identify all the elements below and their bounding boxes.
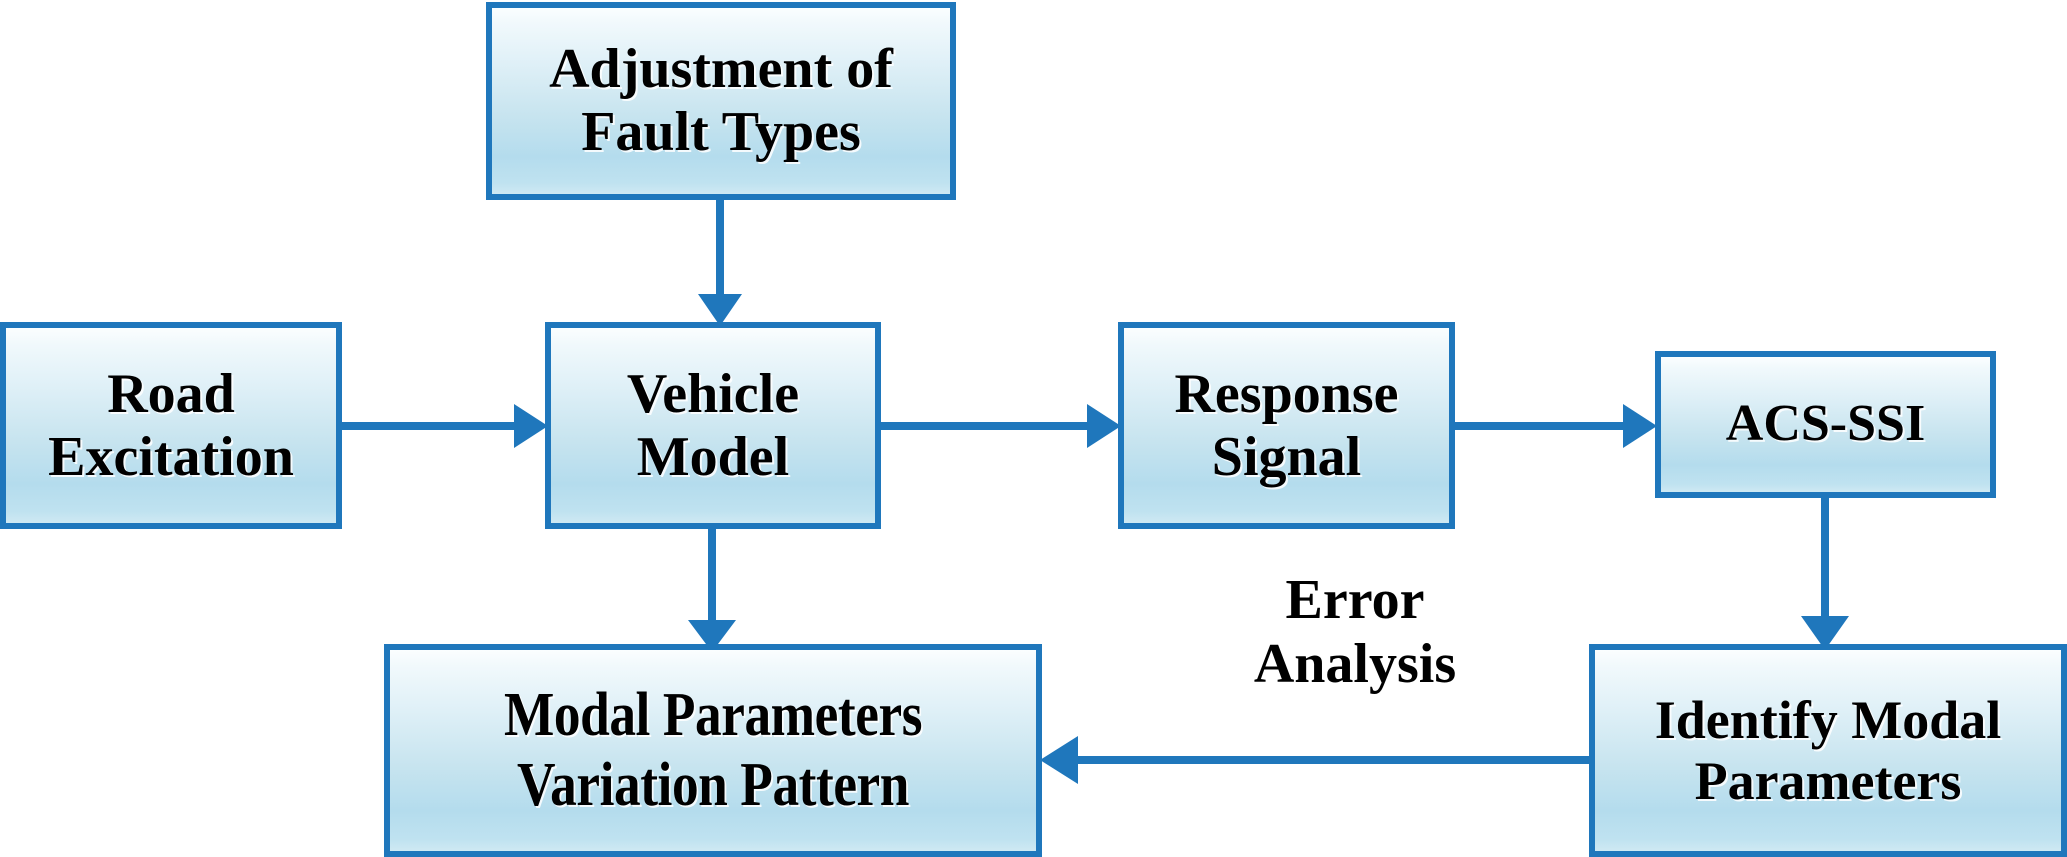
node-road-label: Road Excitation (48, 362, 294, 488)
node-vehicle-model[interactable]: Vehicle Model (545, 322, 881, 529)
node-adjustment-label: Adjustment of Fault Types (549, 38, 893, 163)
node-adjustment-of-fault-types[interactable]: Adjustment of Fault Types (486, 2, 956, 200)
node-acs-ssi-label: ACS-SSI (1725, 395, 1926, 453)
edge-adjustment-to-vehicle (680, 196, 760, 328)
node-response-signal[interactable]: Response Signal (1118, 322, 1455, 529)
edge-acsssi-to-identify (1785, 494, 1865, 652)
node-road-excitation[interactable]: Road Excitation (0, 322, 342, 529)
node-vehicle-label: Vehicle Model (626, 362, 800, 488)
edge-vehicle-to-response (875, 398, 1125, 454)
node-identify-label: Identify Modal Parameters (1654, 690, 2002, 811)
edge-vehicle-to-pattern (672, 524, 752, 654)
node-pattern-label: Modal Parameters Variation Pattern (503, 681, 923, 819)
node-acs-ssi[interactable]: ACS-SSI (1655, 351, 1996, 498)
node-response-label: Response Signal (1174, 362, 1399, 488)
label-error-analysis: Error Analysis (1253, 569, 1457, 696)
edge-identify-to-pattern (1036, 730, 1596, 790)
edge-road-to-vehicle (336, 398, 552, 454)
node-identify-modal-parameters[interactable]: Identify Modal Parameters (1589, 644, 2067, 857)
edge-response-to-acsssi (1449, 398, 1661, 454)
node-modal-parameters-variation-pattern[interactable]: Modal Parameters Variation Pattern (384, 644, 1042, 857)
